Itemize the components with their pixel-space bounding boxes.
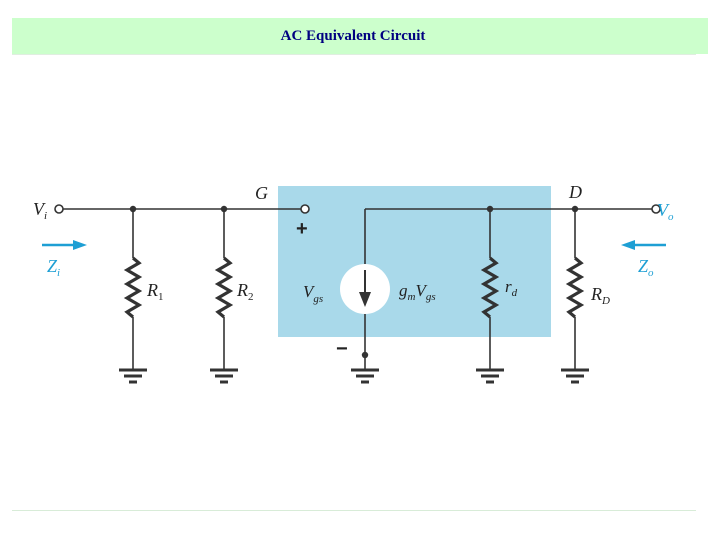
drain-label: D xyxy=(568,182,582,202)
plus-sign: + xyxy=(296,218,308,240)
ground-r2-icon xyxy=(210,368,238,384)
title-bar: AC Equivalent Circuit xyxy=(12,18,708,54)
fet-model-box xyxy=(278,186,551,337)
gm-vgs-label: gmVgs xyxy=(399,281,436,303)
junction-RD xyxy=(571,205,579,213)
ground-r1-icon xyxy=(119,368,147,384)
junction-r1 xyxy=(129,205,137,213)
vgs-label: Vgs xyxy=(303,282,323,305)
ground-rd-icon xyxy=(476,368,504,384)
r1-label: R1 xyxy=(146,280,164,303)
ground-RD-icon xyxy=(561,368,589,384)
RD-label: RD xyxy=(590,284,610,307)
gate-label: G xyxy=(255,183,268,203)
footer-divider xyxy=(12,510,696,511)
output-terminal xyxy=(651,204,661,214)
gate-terminal xyxy=(300,204,310,214)
rd-resistor xyxy=(480,256,500,319)
zi-label: Zi xyxy=(47,256,60,279)
vi-label: Vi xyxy=(33,199,47,222)
junction-r2 xyxy=(220,205,228,213)
zo-arrow-icon xyxy=(621,240,666,250)
r2-resistor xyxy=(214,256,234,319)
rd-label: rd xyxy=(505,277,518,299)
zi-arrow-icon xyxy=(42,240,87,250)
ground-source-icon xyxy=(351,368,379,384)
junction-source xyxy=(361,351,369,359)
slide-title: AC Equivalent Circuit xyxy=(280,27,426,44)
junction-rd xyxy=(486,205,494,213)
zo-label: Zo xyxy=(638,256,654,279)
minus-sign: − xyxy=(336,338,348,360)
r1-resistor xyxy=(123,256,143,319)
title-divider xyxy=(12,54,696,55)
vo-label: Vo xyxy=(657,200,674,223)
input-terminal xyxy=(54,204,64,214)
r2-label: R2 xyxy=(236,280,254,303)
RD-resistor xyxy=(565,256,585,319)
